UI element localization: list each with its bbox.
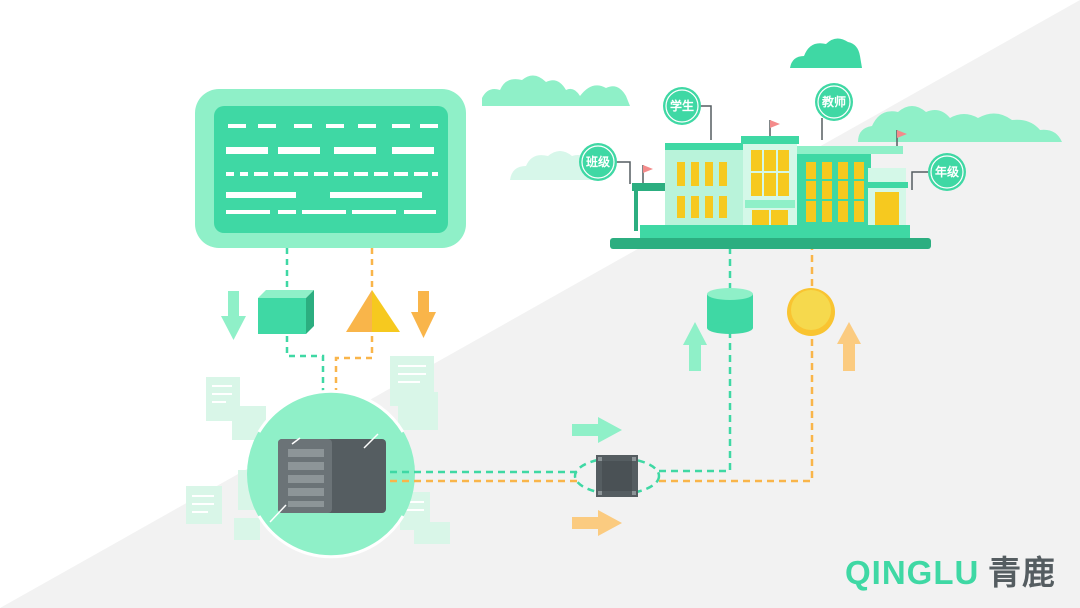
qinglu-logo: QINGLU 青鹿 — [845, 554, 1056, 591]
label-pin-classes: 班级 — [579, 143, 631, 184]
label-classes: 班级 — [586, 154, 610, 169]
pyramid-shape — [346, 290, 400, 332]
logo-chinese: 青鹿 — [988, 554, 1056, 591]
processor-hub — [247, 389, 415, 559]
router-chip — [596, 455, 638, 497]
connector-orange-right — [659, 248, 814, 483]
paper-sheet-lines — [192, 365, 426, 513]
arrow-up-green — [683, 322, 707, 371]
document-lines — [226, 124, 438, 214]
arrow-down-green — [221, 291, 246, 340]
cube-shape — [258, 290, 314, 334]
label-grades: 年级 — [935, 164, 959, 179]
arrow-right-orange — [572, 510, 622, 536]
label-pin-teachers: 教师 — [815, 83, 853, 140]
school-building — [610, 120, 931, 249]
label-teachers: 教师 — [821, 94, 846, 109]
document-panel — [195, 89, 466, 248]
label-students: 学生 — [670, 98, 694, 113]
cloud-left — [482, 75, 630, 106]
database-icon — [707, 288, 753, 334]
arrow-up-orange — [837, 322, 861, 371]
label-pin-grades: 年级 — [911, 153, 966, 191]
label-pin-students: 学生 — [663, 87, 712, 140]
connector-green-left — [285, 248, 325, 440]
logo-latin: QINGLU — [845, 554, 979, 591]
cloud-top — [790, 38, 862, 68]
arrow-right-green — [572, 417, 622, 443]
cloud-right — [858, 106, 1062, 142]
arrow-down-orange — [411, 291, 436, 338]
coin-icon — [787, 288, 835, 336]
